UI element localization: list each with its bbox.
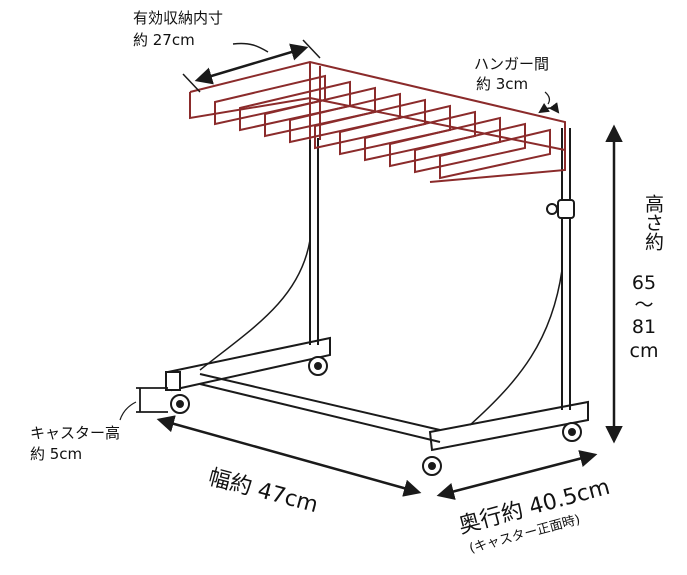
height-value-min: 65	[631, 272, 657, 294]
width-arrow	[156, 415, 422, 497]
hanger-gap-title: ハンガー間	[474, 55, 550, 73]
height-tilde: ～	[634, 294, 654, 316]
casters	[170, 356, 582, 476]
inner-width-title: 有効収納内寸	[133, 9, 224, 27]
caster-height-value: 約 5cm	[30, 445, 83, 463]
power-cord	[199, 239, 563, 426]
dimension-arrows	[119, 39, 623, 500]
height-title: 高さ約	[642, 194, 664, 251]
depth-arrow	[436, 450, 598, 500]
base-frame	[165, 336, 589, 452]
hanger-slots	[214, 74, 551, 180]
inner-width-value: 約 27cm	[133, 31, 195, 49]
hanger-gap-value: 約 3cm	[476, 75, 529, 93]
caster-height-title: キャスター高	[30, 424, 121, 442]
uprights	[309, 128, 575, 410]
height-value-max: 81	[631, 316, 657, 338]
height-unit: cm	[629, 340, 659, 362]
caster-height-bracket	[136, 387, 168, 413]
hanger-gap-arrow	[538, 102, 560, 114]
inner-width-arrow	[194, 43, 309, 85]
